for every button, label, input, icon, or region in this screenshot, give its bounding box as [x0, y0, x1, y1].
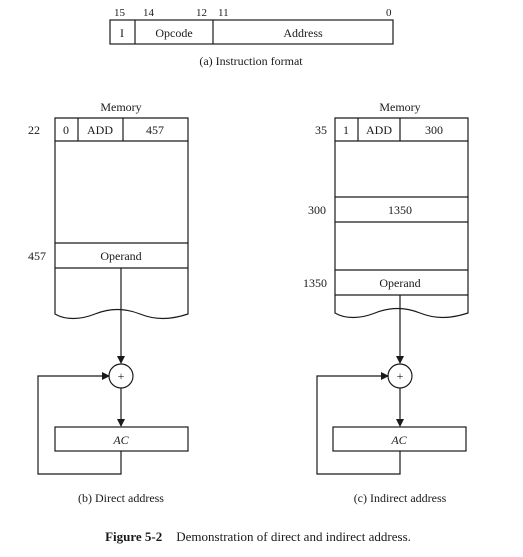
field-address: Address	[283, 26, 323, 40]
instruction-opcode: ADD	[87, 123, 113, 137]
instruction-address-field: 457	[146, 123, 164, 137]
instruction-format: 15 14 12 11 0 I Opcode Address (a) Instr…	[109, 7, 394, 68]
instruction-address-field: 300	[425, 123, 443, 137]
caption-indirect-address: (c) Indirect address	[354, 491, 447, 505]
instruction-opcode: ADD	[366, 123, 392, 137]
adder-symbol: +	[118, 369, 125, 383]
operand-address: 1350	[303, 276, 327, 290]
bit-label-14: 14	[143, 7, 155, 19]
adder-symbol: +	[397, 369, 404, 383]
bit-label-11: 11	[218, 7, 229, 19]
pointer-address: 300	[308, 203, 326, 217]
memory-block	[54, 117, 189, 320]
feedback-loop-arrow	[37, 372, 122, 475]
ac-label: AC	[390, 433, 407, 447]
operand-label: Operand	[100, 249, 141, 263]
memory-label: Memory	[379, 100, 420, 114]
bit-label-0: 0	[386, 7, 392, 19]
instruction-i-bit: 0	[63, 123, 69, 137]
bit-label-12: 12	[196, 7, 207, 19]
memory-label: Memory	[100, 100, 141, 114]
caption-direct-address: (b) Direct address	[78, 491, 164, 505]
field-i: I	[120, 26, 124, 40]
direct-address-diagram: Memory 22 0 ADD 457 457 Operand + AC (b)…	[28, 100, 189, 505]
caption-instruction-format: (a) Instruction format	[199, 54, 303, 68]
figure-caption: Figure 5-2 Demonstration of direct and i…	[105, 528, 411, 545]
instruction-address: 35	[315, 123, 327, 137]
operand-label: Operand	[379, 276, 420, 290]
operand-address: 457	[28, 249, 46, 263]
figure-caption-text: Demonstration of direct and indirect add…	[176, 529, 411, 544]
bit-label-15: 15	[114, 7, 126, 19]
instruction-format-box	[109, 19, 394, 45]
figure-number: Figure 5-2	[105, 529, 162, 544]
instruction-address: 22	[28, 123, 40, 137]
indirect-address-diagram: Memory 35 1 ADD 300 300 1350 1350 Operan…	[303, 100, 469, 505]
feedback-loop-arrow	[316, 372, 401, 475]
figure-caption-line: Figure 5-2 Demonstration of direct and i…	[105, 528, 411, 545]
pointer-value: 1350	[388, 203, 412, 217]
ac-label: AC	[112, 433, 129, 447]
field-opcode: Opcode	[155, 26, 192, 40]
instruction-i-bit: 1	[343, 123, 349, 137]
